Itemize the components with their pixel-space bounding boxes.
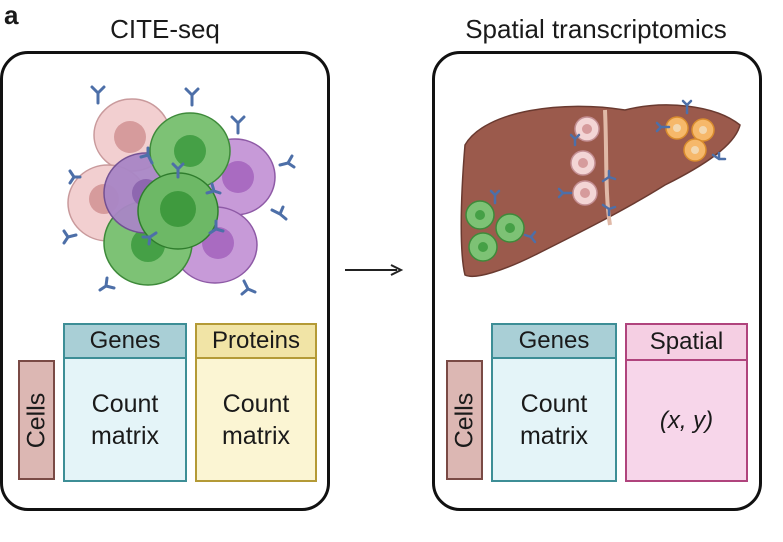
genes-header: Genes xyxy=(63,323,187,359)
green-cell xyxy=(149,112,231,190)
green-cell xyxy=(137,172,219,250)
spatial-header: Spatial xyxy=(625,323,748,361)
matrix-line-1: Count xyxy=(91,389,159,418)
cells-label-box: Cells xyxy=(446,360,483,480)
cite-seq-title: CITE-seq xyxy=(110,14,220,44)
genes-count-matrix: Count matrix xyxy=(491,359,617,482)
proteins-header: Proteins xyxy=(195,323,317,359)
pink-cell-group xyxy=(570,116,600,206)
green-cell-group xyxy=(465,200,525,262)
antibody-markers xyxy=(62,85,296,296)
matrix-line-1: Count xyxy=(222,389,290,418)
spatial-coordinates-box: (x, y) xyxy=(625,361,748,482)
matrix-line-1: Count xyxy=(520,389,588,418)
spatial-transcriptomics-title: Spatial transcriptomics xyxy=(465,14,727,44)
matrix-line-2: matrix xyxy=(221,421,291,450)
panel-label: a xyxy=(4,0,19,30)
genes-count-matrix: Count matrix xyxy=(63,359,187,482)
cells-label: Cells xyxy=(22,392,51,448)
liver-shape xyxy=(460,104,741,277)
liver-illustration xyxy=(460,99,741,277)
arrow-icon xyxy=(345,264,404,276)
cell-cluster-illustration xyxy=(62,85,296,296)
proteins-count-matrix: Count matrix xyxy=(195,359,317,482)
cells-label-box: Cells xyxy=(18,360,55,480)
matrix-line-2: matrix xyxy=(519,421,589,450)
spatial-coordinates: (x, y) xyxy=(659,406,714,434)
matrix-line-2: matrix xyxy=(90,421,160,450)
genes-header: Genes xyxy=(491,323,617,359)
antibody-markers xyxy=(489,99,727,244)
cells-label: Cells xyxy=(450,392,479,448)
